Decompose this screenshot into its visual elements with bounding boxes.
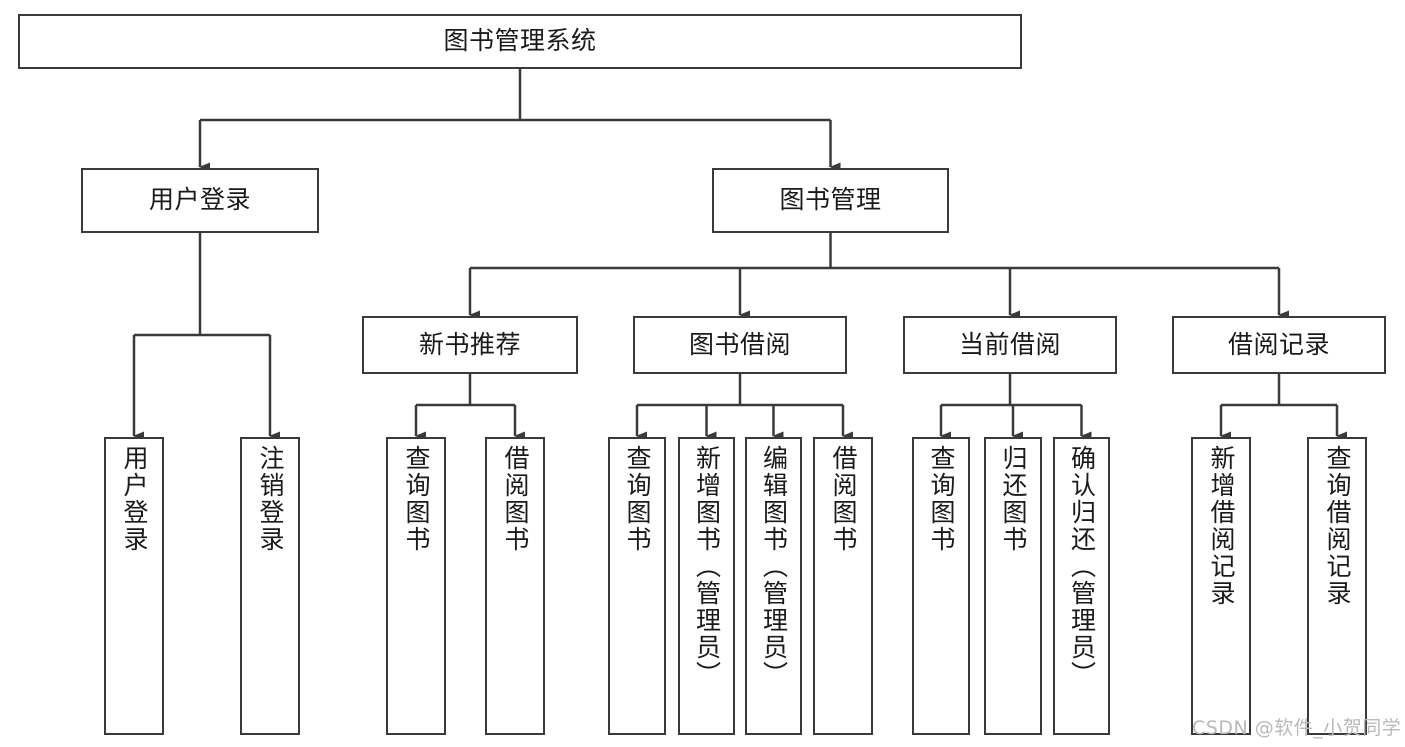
node-label: 查询借阅记录	[1323, 445, 1352, 607]
node-l4-bk-add[interactable]: 新增图书（管理员）	[678, 437, 735, 735]
node-label: 借阅图书	[501, 445, 530, 553]
node-label: 图书管理系统	[443, 26, 597, 56]
node-l3-record[interactable]: 借阅记录	[1172, 316, 1386, 374]
node-l2-manage[interactable]: 图书管理	[712, 168, 949, 233]
node-label: 借阅记录	[1227, 329, 1330, 359]
node-label: 新增图书（管理员）	[692, 445, 722, 688]
node-l4-cur-query[interactable]: 查询图书	[912, 437, 970, 735]
node-label: 查询图书	[402, 445, 431, 553]
node-label: 归还图书	[999, 445, 1028, 553]
node-l4-nb-query[interactable]: 查询图书	[386, 437, 446, 735]
node-l4-bk-edit[interactable]: 编辑图书（管理员）	[745, 437, 802, 735]
node-label: 查询图书	[623, 445, 652, 553]
node-label: 注销登录	[256, 445, 285, 553]
node-label: 编辑图书（管理员）	[759, 445, 789, 688]
node-label: 图书管理	[779, 185, 882, 215]
node-root[interactable]: 图书管理系统	[18, 14, 1022, 69]
node-label: 新书推荐	[418, 329, 521, 359]
node-label: 用户登录	[120, 445, 149, 553]
node-l3-current[interactable]: 当前借阅	[903, 316, 1117, 374]
node-label: 借阅图书	[829, 445, 858, 553]
node-l4-rec-add[interactable]: 新增借阅记录	[1191, 437, 1251, 735]
node-label: 确认归还（管理员）	[1067, 445, 1097, 688]
node-l4-cur-return[interactable]: 归还图书	[984, 437, 1042, 735]
node-label: 新增借阅记录	[1207, 445, 1236, 607]
node-label: 当前借阅	[958, 329, 1061, 359]
node-l4-cur-confirm[interactable]: 确认归还（管理员）	[1053, 437, 1110, 735]
node-l2-login[interactable]: 用户登录	[81, 168, 319, 233]
node-label: 图书借阅	[688, 329, 791, 359]
node-l4-bk-query[interactable]: 查询图书	[608, 437, 666, 735]
watermark-text: CSDN @软件_小贺同学	[1192, 717, 1402, 739]
node-l3-borrow[interactable]: 图书借阅	[633, 316, 847, 374]
node-l3-newbook[interactable]: 新书推荐	[362, 316, 578, 374]
node-l4-rec-query[interactable]: 查询借阅记录	[1307, 437, 1367, 735]
node-label: 用户登录	[148, 185, 251, 215]
node-l4-user-login[interactable]: 用户登录	[104, 437, 164, 735]
node-l4-user-logout[interactable]: 注销登录	[240, 437, 300, 735]
node-label: 查询图书	[927, 445, 956, 553]
edge-paths	[132, 69, 1347, 441]
node-l4-bk-borrow[interactable]: 借阅图书	[813, 437, 873, 735]
node-l4-nb-borrow[interactable]: 借阅图书	[485, 437, 545, 735]
